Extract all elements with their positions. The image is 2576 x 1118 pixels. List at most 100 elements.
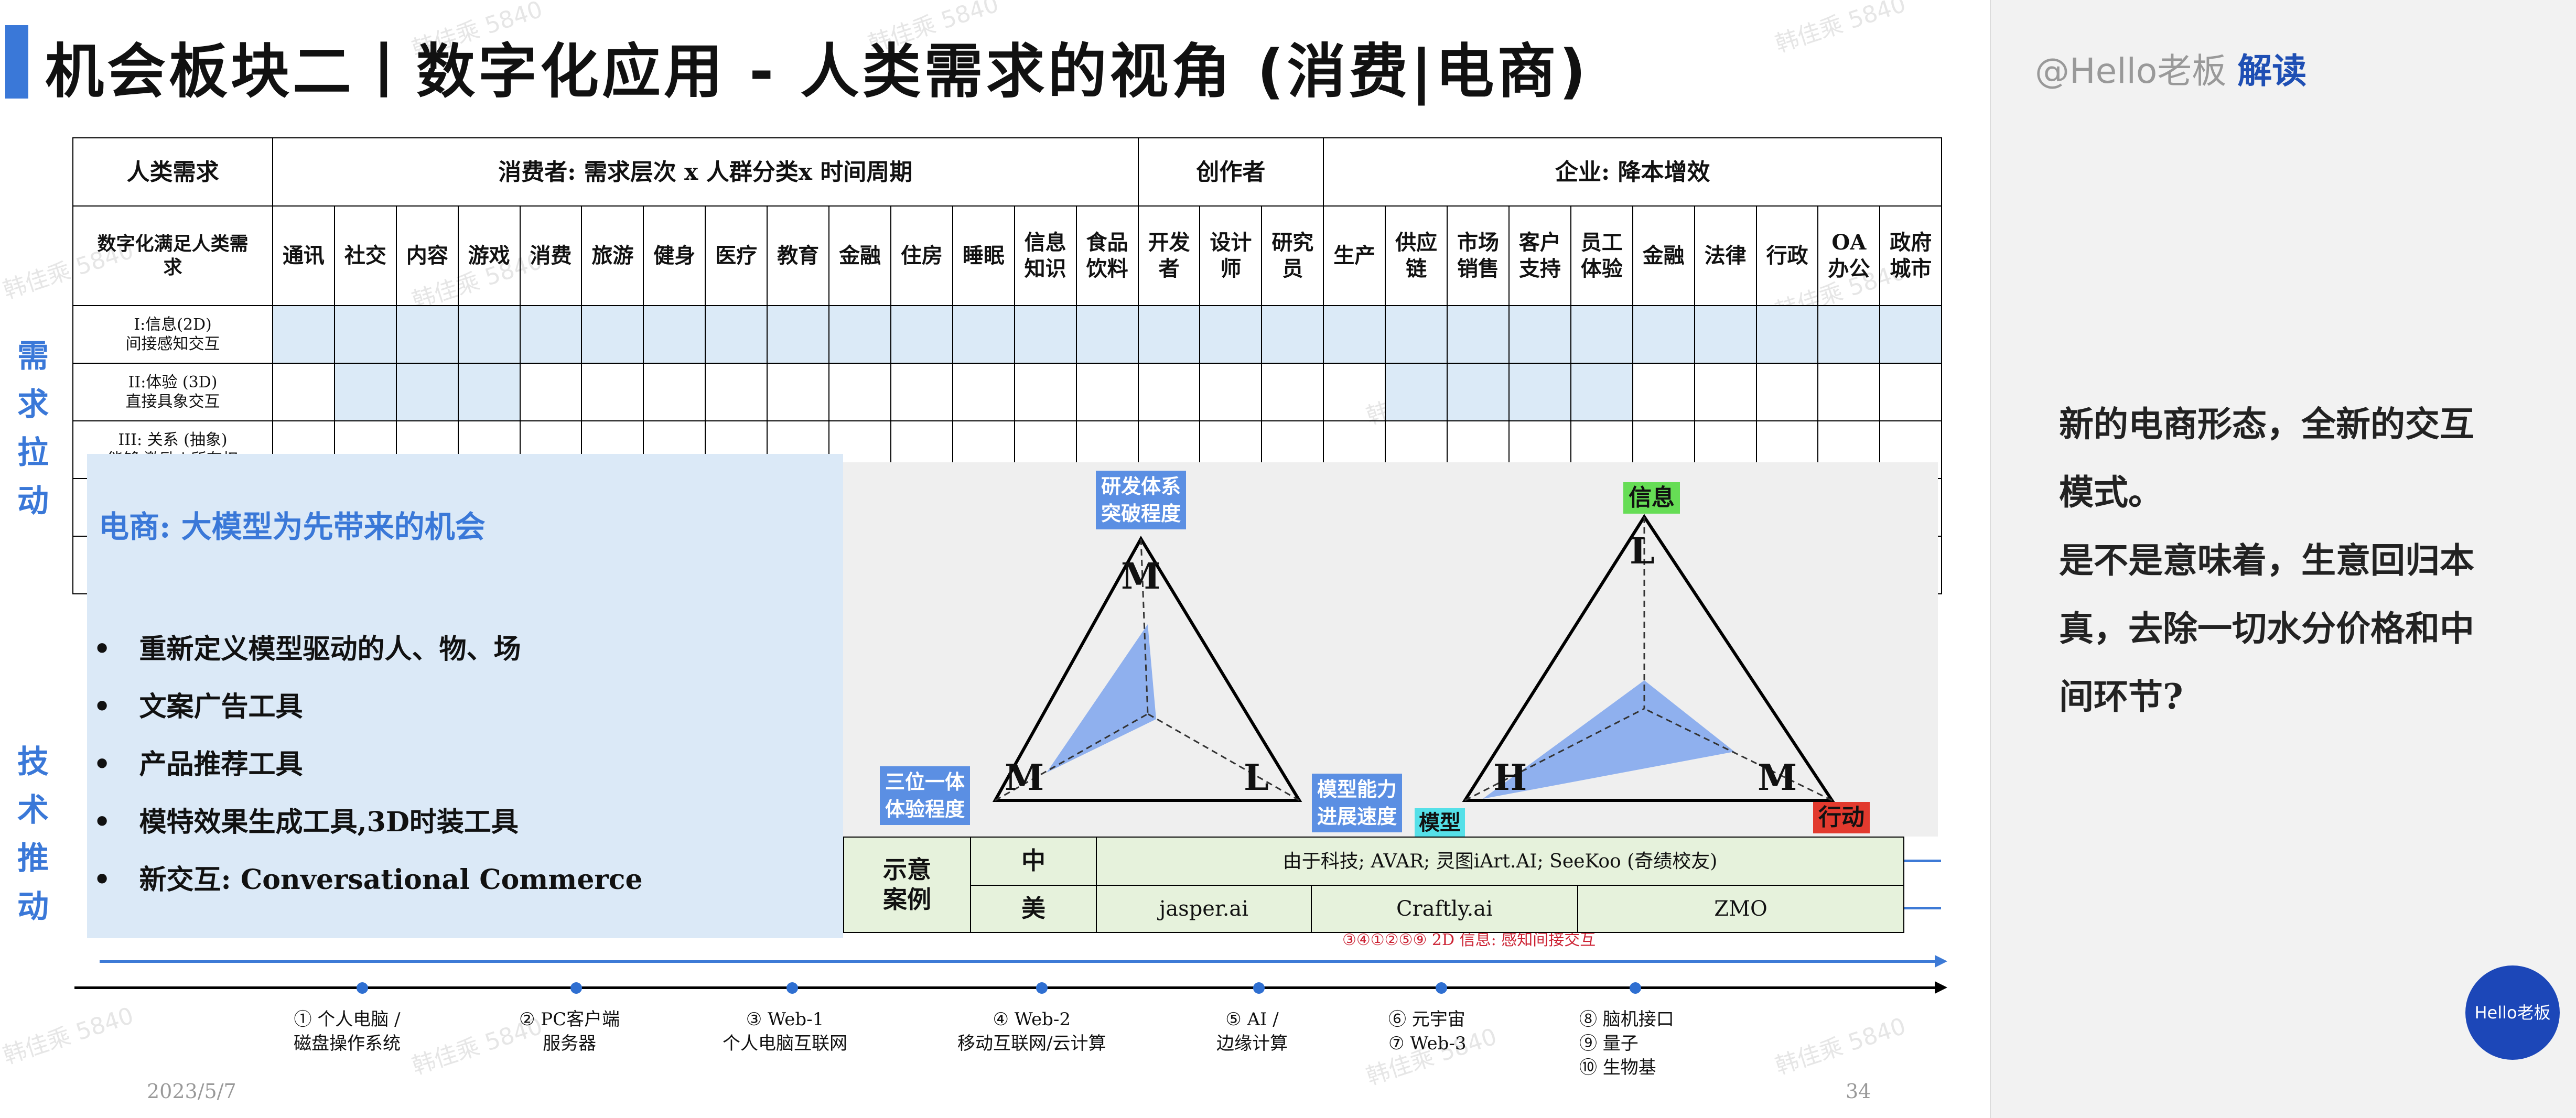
case-cn-label: 中: [970, 837, 1097, 886]
row-label: I:信息(2D) 间接感知交互: [72, 305, 273, 364]
column-header: 设计师: [1199, 205, 1263, 306]
case-us-label: 美: [970, 885, 1097, 933]
arrow: [1898, 860, 1941, 862]
page-number: 34: [1846, 1080, 1871, 1103]
table-cell: [1075, 363, 1139, 421]
table-cell: [1385, 363, 1448, 421]
triangle-1: [992, 536, 1302, 802]
table-cell: [1508, 305, 1571, 364]
row-label: II:体验 (3D) 直接具象交互: [72, 363, 273, 421]
table-cell: [1447, 305, 1510, 364]
bullet-item: • 重新定义模型驱动的人、物、场: [93, 633, 521, 665]
table-cell: [643, 363, 706, 421]
timeline-label: ⑤ AI / 边缘计算: [1216, 1009, 1288, 1054]
table-cell: [952, 363, 1015, 421]
page-title: 机会板块二丨数字化应用 - 人类需求的视角 (消费|电商): [45, 38, 1589, 106]
case-us-item: Craftly.ai: [1311, 885, 1578, 933]
creator-group-header: 创作者: [1137, 137, 1324, 207]
axis-line: [1140, 538, 1149, 714]
analysis-tag: 解读: [2237, 51, 2307, 91]
table-cell: [1261, 305, 1324, 364]
timeline-dot: [357, 982, 368, 994]
case-us-item: ZMO: [1577, 885, 1905, 933]
footer-date: 2023/5/7: [147, 1080, 236, 1103]
tri2-left-letter: H: [1493, 757, 1527, 799]
tri1-right-letter: L: [1244, 757, 1269, 799]
timeline-label: ② PC客户端 服务器: [519, 1009, 620, 1054]
tri1-left-letter: M: [1005, 757, 1044, 799]
table-cell: [581, 305, 644, 364]
table-cell: [457, 305, 521, 364]
table-cell: [828, 363, 891, 421]
triangle-2: [1462, 514, 1835, 802]
table-cell: [1261, 363, 1324, 421]
table-cell: [767, 305, 830, 364]
table-cell: [1323, 363, 1386, 421]
column-header: 住房: [890, 205, 953, 306]
radar-shape-2: [1483, 680, 1734, 799]
overlay-heading: 电商: 大模型为先带来的机会: [99, 509, 486, 545]
watermark: 韩佳乘 5840: [1772, 0, 1909, 58]
side-label-tech: 技术推动: [17, 744, 49, 925]
table-cell: [1570, 363, 1633, 421]
triangle-diagram: 研发体系 突破程度 三位一体 体验程度 M M L 信息 模型能力 进展速度 模…: [843, 462, 1938, 838]
partial-note: ③④①②⑤⑨ 2D 信息: 感知间接交互: [1342, 931, 1596, 949]
table-cell: [581, 363, 644, 421]
column-header: 开发者: [1137, 205, 1201, 306]
case-head: 示意 案例: [843, 837, 971, 933]
table-cell: [395, 305, 459, 364]
bullet-item: • 新交互: Conversational Commerce: [93, 864, 643, 896]
table-cell: [1632, 305, 1695, 364]
timeline-label: ⑥ 元宇宙 ⑦ Web-3: [1388, 1009, 1467, 1054]
table-cell: [457, 363, 521, 421]
tri2-model-tag: 模型: [1415, 808, 1465, 838]
table-cell: [705, 305, 768, 364]
column-header: 消费: [519, 205, 583, 306]
table-cell: [1632, 363, 1695, 421]
timeline-dot: [1036, 982, 1048, 994]
table-cell: [890, 363, 953, 421]
tri1-top-label: 研发体系 突破程度: [1096, 471, 1187, 529]
watermark: 韩佳乘 5840: [0, 1002, 137, 1070]
case-cn-value: 由于科技; AVAR; 灵图iArt.AI; SeeKoo (奇绩校友): [1095, 837, 1905, 886]
table-cell: [952, 305, 1015, 364]
axis-line: [1147, 713, 1300, 801]
ecommerce-overlay: 电商: 大模型为先带来的机会 • 重新定义模型驱动的人、物、场 • 文案广告工具…: [87, 454, 843, 938]
table-cell: [1014, 305, 1077, 364]
column-header: 研究员: [1261, 205, 1324, 306]
tri2-right-label: 行动: [1813, 802, 1870, 833]
column-header: 内容: [395, 205, 459, 306]
table-cell: [519, 363, 583, 421]
timeline-dot: [1436, 982, 1447, 994]
table-cell: [705, 363, 768, 421]
arrow: [1898, 907, 1941, 909]
arrow-head: [1935, 955, 1947, 968]
tech-arrow: [100, 960, 1937, 963]
table-cell: [1199, 363, 1263, 421]
commentary-text: 新的电商形态，全新的交互模式。 是不是意味着，生意回归本真，去除一切水分价格和中…: [2059, 404, 2474, 717]
table-cell: [1323, 305, 1386, 364]
author-name: @Hello老板: [2035, 51, 2227, 91]
case-us-item: jasper.ai: [1096, 885, 1312, 933]
axis-line: [1644, 708, 1833, 801]
brand-logo[interactable]: Hello老板: [2465, 965, 2560, 1060]
row-head-label: 数字化满足人类需求: [72, 205, 273, 306]
bullet-item: • 模特效果生成工具,3D时装工具: [93, 806, 519, 838]
table-cell: [395, 363, 459, 421]
column-header: 市场销售: [1447, 205, 1510, 306]
timeline-dot: [570, 982, 582, 994]
tri2-left-label: 模型能力 进展速度: [1312, 774, 1403, 832]
column-header: 生产: [1323, 205, 1386, 306]
table-cell: [1694, 363, 1757, 421]
tri2-right-letter: M: [1758, 757, 1797, 799]
column-header: 通讯: [272, 205, 335, 306]
column-header: 食品饮料: [1075, 205, 1139, 306]
column-header: 教育: [767, 205, 830, 306]
timeline-label: ④ Web-2 移动互联网/云计算: [957, 1009, 1106, 1054]
consumer-group-header: 消费者: 需求层次 x 人群分类x 时间周期: [272, 137, 1139, 207]
column-header: 健身: [643, 205, 706, 306]
timeline-label: ③ Web-1 个人电脑互联网: [723, 1009, 847, 1054]
side-label-demand: 需求拉动: [17, 338, 49, 519]
column-header: 政府城市: [1879, 205, 1943, 306]
table-cell: [1014, 363, 1077, 421]
